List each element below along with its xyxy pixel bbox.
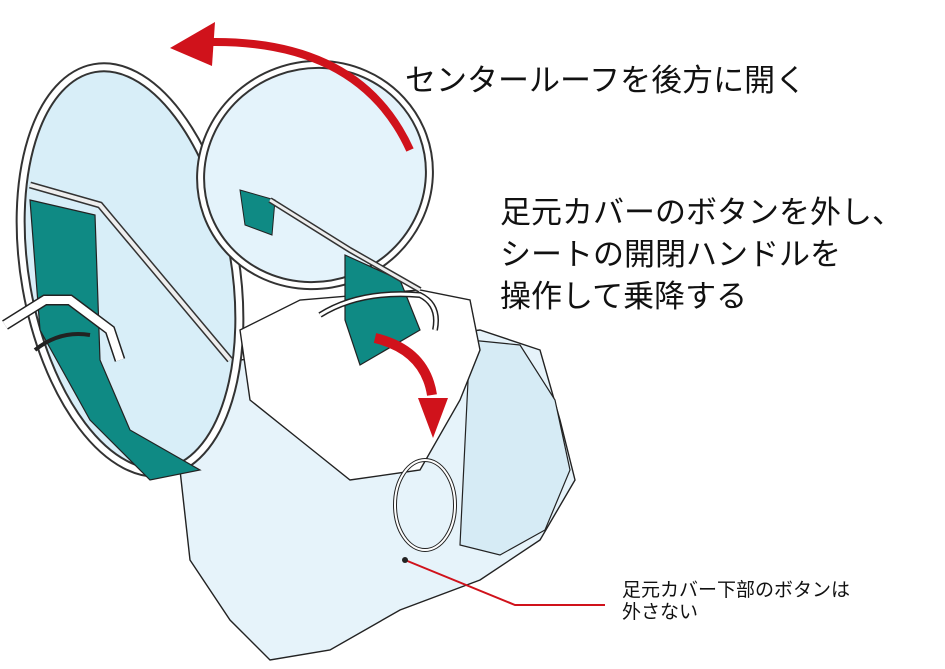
frame-bar-highlight: [29, 183, 232, 362]
seat-annotation-line3: 操作して乗降する: [500, 279, 748, 315]
roof-annotation: センタールーフを後方に開く: [405, 63, 807, 99]
teal-panel-back: [239, 189, 276, 236]
teal-panel-left: [29, 199, 202, 481]
foot-cover-button: [402, 557, 408, 563]
frame-bar-right-highlight: [269, 198, 421, 292]
brake-lever: [33, 332, 91, 352]
seat-arrow-head: [418, 398, 448, 438]
button-annotation-line2: 外さない: [622, 601, 699, 623]
seat-open-arrow: [373, 333, 437, 396]
leg-opening-highlight: [394, 459, 456, 551]
button-annotation-line1: 足元カバー下部のボタンは: [622, 579, 851, 601]
roof-open-arrow: [209, 37, 414, 152]
roof-arrow-head: [170, 22, 215, 66]
seat-annotation-line2: シートの開閉ハンドルを: [500, 237, 841, 273]
foot-cover-side: [459, 339, 571, 556]
leader-line: [404, 559, 605, 606]
handlebar-highlight: [2, 296, 124, 362]
seat-annotation-line1: 足元カバーのボタンを外し、: [500, 195, 903, 231]
seat-handle-highlight: [319, 292, 438, 331]
